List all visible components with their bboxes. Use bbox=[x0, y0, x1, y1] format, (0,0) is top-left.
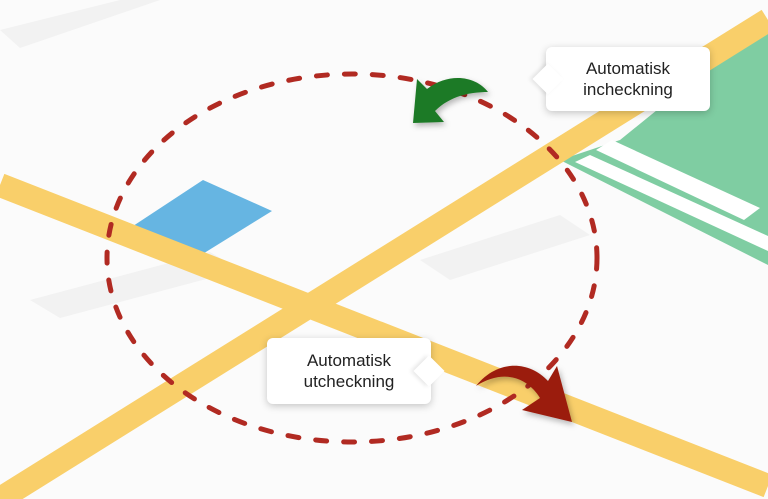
park-area bbox=[560, 20, 768, 265]
checkout-label-line1: Automatisk bbox=[306, 351, 392, 370]
checkout-label-line2: utcheckning bbox=[303, 372, 395, 391]
park-path bbox=[575, 155, 768, 251]
geofence-circle bbox=[104, 71, 600, 445]
faint-block bbox=[0, 0, 160, 48]
checkin-callout: Automatisk incheckning bbox=[546, 47, 710, 111]
background-blocks bbox=[0, 0, 590, 318]
checkout-arrow-icon bbox=[476, 365, 572, 422]
checkin-arrow-icon bbox=[413, 77, 488, 123]
building-shape bbox=[130, 180, 272, 255]
checkin-label-line2: incheckning bbox=[583, 80, 673, 99]
park-path bbox=[596, 140, 760, 220]
faint-block bbox=[420, 215, 590, 280]
road-cross-diagonal bbox=[0, 173, 768, 498]
checkout-callout: Automatisk utcheckning bbox=[267, 338, 431, 404]
checkin-label-line1: Automatisk bbox=[585, 59, 671, 78]
